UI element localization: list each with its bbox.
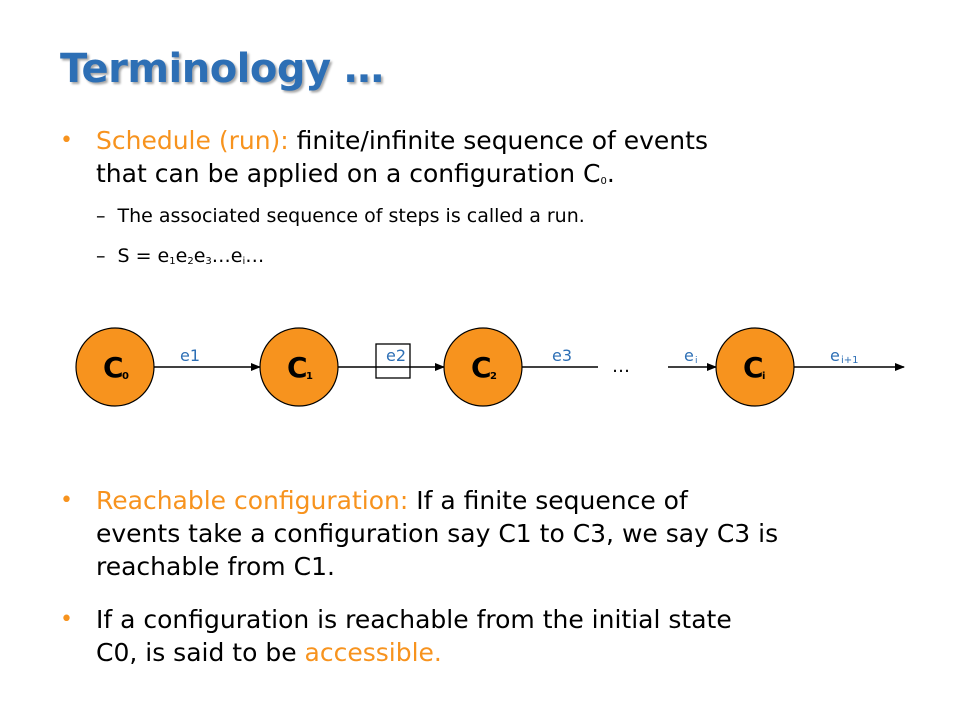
e2-highlight-box: [375, 343, 411, 379]
edge-label-ei1-sub: i+1: [841, 355, 859, 366]
schedule-sub: 0: [600, 176, 607, 187]
node-c2: C 2: [443, 327, 523, 407]
term-accessible: accessible.: [304, 638, 442, 667]
slide-title: Terminology …: [60, 46, 384, 92]
svg-text:C: C: [287, 351, 308, 384]
svg-text:1: 1: [306, 371, 313, 382]
diagram-ellipsis: …: [612, 356, 630, 377]
schedule-text-line1: finite/infinite sequence of events: [288, 126, 708, 155]
term-reachable: Reachable configuration:: [96, 486, 409, 515]
node-c0: C 0: [75, 327, 155, 407]
bullet-dot-icon: •: [60, 128, 73, 153]
svg-text:i: i: [762, 371, 765, 382]
bullet-dot-icon: •: [60, 607, 73, 632]
bullet-accessible: • If a configuration is reachable from t…: [60, 605, 732, 667]
sub-item-sequence: –S = e1e2e3…ei…: [96, 245, 265, 267]
svg-text:0: 0: [122, 371, 129, 382]
sub-item-run: –The associated sequence of steps is cal…: [96, 203, 585, 229]
edge-label-ei-sub: i: [695, 356, 698, 366]
dash-icon: –: [96, 245, 106, 267]
edge-label-ei: e: [684, 346, 694, 365]
bullet-reachable: • Reachable configuration: If a finite s…: [60, 486, 779, 581]
svg-text:C: C: [471, 351, 492, 384]
term-schedule: Schedule (run):: [96, 126, 289, 155]
edge-label-e1: e1: [180, 346, 200, 365]
svg-text:2: 2: [490, 371, 497, 382]
svg-text:C: C: [743, 351, 764, 384]
node-c1: C 1: [259, 327, 339, 407]
dash-icon: –: [96, 205, 106, 227]
schedule-text-line2: that can be applied on a configuration C: [96, 159, 601, 188]
svg-text:C: C: [103, 351, 124, 384]
bullet-dot-icon: •: [60, 488, 73, 513]
schedule-end: .: [606, 159, 615, 188]
node-ci: C i: [715, 327, 795, 407]
edge-label-e3: e3: [552, 346, 572, 365]
bullet-schedule: • Schedule (run): finite/infinite sequen…: [60, 124, 920, 198]
sub-run-text: The associated sequence of steps is call…: [117, 205, 585, 227]
edge-label-e2: e2: [386, 346, 406, 365]
edge-label-ei1: e: [830, 346, 840, 365]
